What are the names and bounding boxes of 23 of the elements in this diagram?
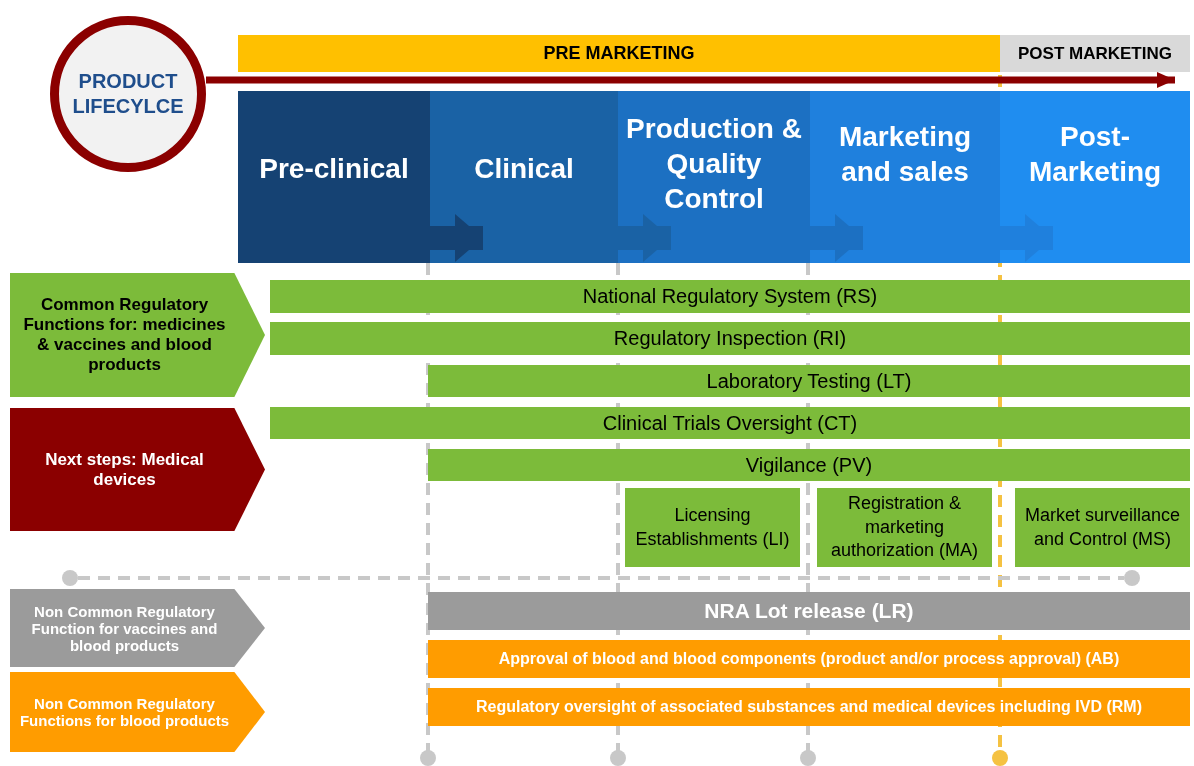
- phase-block: Post- Marketing: [1000, 91, 1190, 263]
- function-bar: Vigilance (PV): [428, 449, 1190, 481]
- phase-block: Marketing and sales: [810, 91, 1000, 263]
- phase-block: Production & Quality Control: [618, 91, 810, 263]
- function-bar: National Regulatory System (RS): [270, 280, 1190, 313]
- function-box: Registration & marketing authorization (MA): [817, 488, 992, 567]
- block-arrow: [810, 214, 863, 262]
- phase-block: Clinical: [430, 91, 618, 263]
- block-arrow: [1000, 214, 1053, 262]
- block-arrow: [618, 214, 671, 262]
- phase-band: POST MARKETING: [1000, 35, 1190, 72]
- function-bar: NRA Lot release (LR): [428, 592, 1190, 630]
- function-bar: Approval of blood and blood components (product and/or process approval) (AB): [428, 640, 1190, 678]
- function-bar: Regulatory Inspection (RI): [270, 322, 1190, 355]
- function-box: Licensing Establishments (LI): [625, 488, 800, 567]
- lifecycle-circle: PRODUCT LIFECYLCE: [50, 16, 206, 172]
- function-bar: Laboratory Testing (LT): [428, 365, 1190, 397]
- function-box: Market surveillance and Control (MS): [1015, 488, 1190, 567]
- phase-block: Pre-clinical: [238, 91, 430, 263]
- function-bar: Clinical Trials Oversight (CT): [270, 407, 1190, 439]
- function-bar: Regulatory oversight of associated substances and medical devices including IVD (RM): [428, 688, 1190, 726]
- block-arrow: [430, 214, 483, 262]
- phase-band: PRE MARKETING: [238, 35, 1000, 72]
